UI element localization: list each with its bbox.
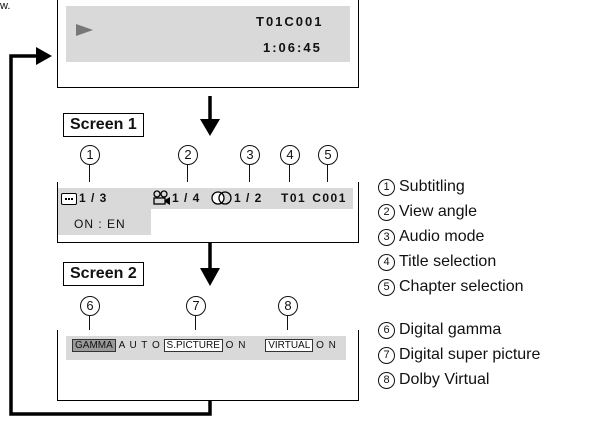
top-screen: T01C001 1:06:45 xyxy=(57,0,359,88)
leader-4 xyxy=(289,165,290,187)
screen2-row: GAMMA A U T O S.PICTURE O N VIRTUAL O N xyxy=(72,339,337,352)
callout-1: 1 xyxy=(80,145,100,165)
audio-value: 1 / 2 xyxy=(234,191,263,205)
spicture-label: S.PICTURE xyxy=(163,339,223,352)
screen2: GAMMA A U T O S.PICTURE O N VIRTUAL O N xyxy=(57,330,359,401)
leader-5 xyxy=(327,165,328,187)
screen1: 1 / 3 ON : EN 1 / 4 1 / 2 T01 C001 xyxy=(57,182,359,243)
audio-icon xyxy=(211,191,232,205)
top-title-chapter: T01C001 xyxy=(256,14,323,29)
gamma-value: A U T O xyxy=(118,340,161,351)
title-code: T01 xyxy=(281,191,307,205)
screen2-label: Screen 2 xyxy=(63,262,144,286)
callout-3: 3 xyxy=(240,145,260,165)
leader-3 xyxy=(249,165,250,187)
loop-arrow xyxy=(9,47,220,416)
angle-value: 1 / 4 xyxy=(172,191,201,205)
play-icon xyxy=(76,24,93,36)
callout-5: 5 xyxy=(318,145,338,165)
leader-1 xyxy=(89,165,90,187)
screen1-bar xyxy=(58,188,353,209)
leader-7 xyxy=(195,316,196,334)
leader-6 xyxy=(89,316,90,334)
subtitle-value: 1 / 3 xyxy=(79,191,108,205)
spicture-value: O N xyxy=(225,340,247,351)
virtual-value: O N xyxy=(316,340,337,351)
top-title-code: T01C001 xyxy=(256,14,324,29)
callout-4: 4 xyxy=(280,145,300,165)
screen1-sub-bar xyxy=(58,209,151,235)
callout-6: 6 xyxy=(80,296,100,316)
top-time: 1:06:45 xyxy=(263,40,322,55)
chapter-code: C001 xyxy=(312,191,347,205)
virtual-label: VIRTUAL xyxy=(265,339,314,352)
callout-2: 2 xyxy=(178,145,198,165)
leader-8 xyxy=(287,316,288,334)
top-screen-bar xyxy=(66,6,350,62)
screen1-label: Screen 1 xyxy=(63,113,144,137)
header-fragment: w. xyxy=(0,0,11,12)
callout-8: 8 xyxy=(278,296,298,316)
title-chapter-value: T01 C001 xyxy=(281,191,347,205)
gamma-label: GAMMA xyxy=(72,339,116,352)
subtitle-lang: ON : EN xyxy=(74,217,126,231)
subtitle-icon xyxy=(61,193,77,205)
callout-7: 7 xyxy=(186,296,206,316)
leader-2 xyxy=(187,165,188,187)
camera-angle-icon xyxy=(153,190,170,205)
